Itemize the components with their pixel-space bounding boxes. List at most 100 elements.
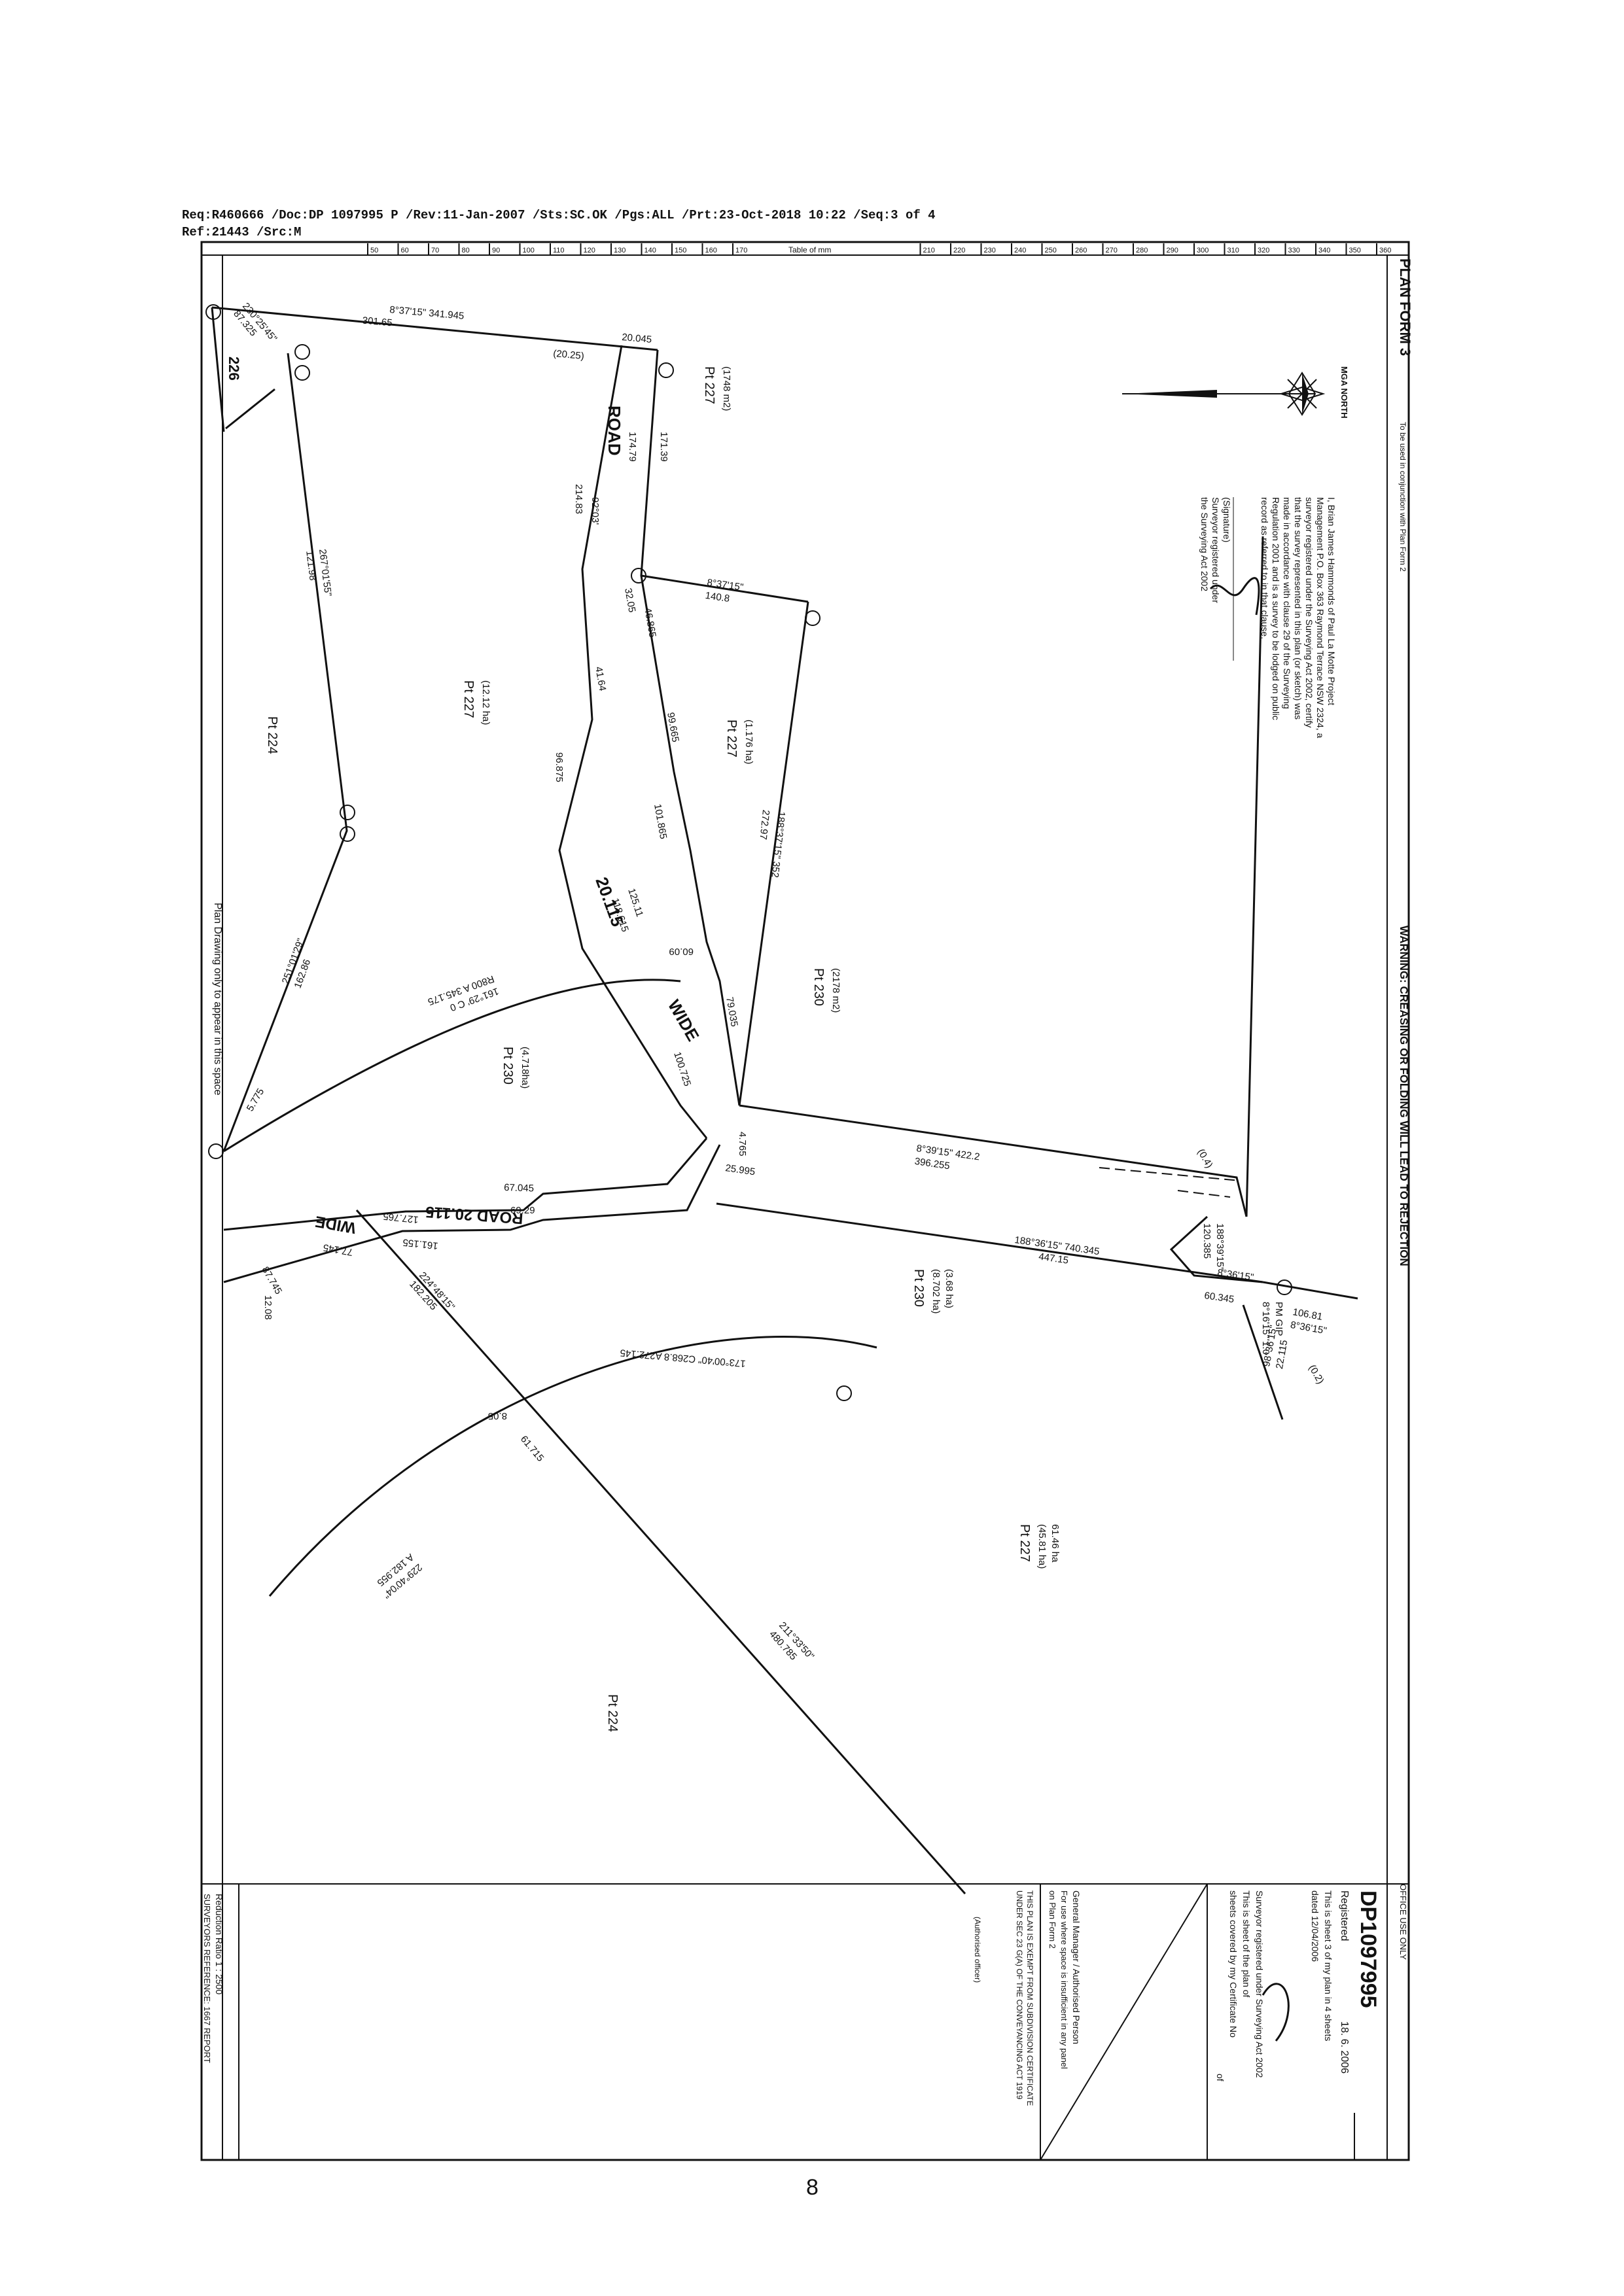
scale-tick-label: 340 [1318,247,1330,254]
gm-line1: General Manager / Authorised Person [1071,1890,1082,2044]
bearing-b2: 20.045 [622,332,652,345]
scale-tick-label: 290 [1167,247,1178,254]
scale-tick-label: 230 [984,247,996,254]
pt-227-bottom-label: Pt 227 [1017,1524,1032,1562]
pt-227-bottom-area2: 61.46 ha [1050,1524,1061,1563]
pt-227-bottom-area1: (45.81 ha) [1036,1524,1048,1569]
bearing-b33: 125.11 [626,887,645,918]
bearing-b26: 77.145 [323,1242,354,1258]
boundary-lines [211,306,1358,1894]
bearing-b2d: (20.25) [553,348,585,362]
scale-tick-label: 120 [584,247,595,254]
bearing-b22: 127.765 [383,1210,419,1225]
bearing-b37: 41.64 [593,666,608,692]
scale-tick-label: 220 [953,247,965,254]
bearing-b17: 60.345 [1203,1290,1235,1305]
exempt-line2: UNDER SEC 23 G(A) OF THE CONVEYANCING AC… [1015,1890,1024,2100]
certificate-line: Regulation 2001 and is a survey to be lo… [1271,497,1281,720]
scale-tick-label: 90 [492,247,500,254]
registered-date: 18. 6. 2006 [1339,2021,1350,2074]
scale-tick-label: 360 [1379,247,1391,254]
scale-tick-label: 300 [1197,247,1209,254]
pt-230-mid-label: Pt 230 [501,1047,515,1085]
bearing-b20: 188°39'15" [1214,1223,1226,1271]
scale-tick-label: 80 [462,247,470,254]
bearing-b6: 188°37'15" 352 [769,811,787,878]
bearing-b32: 60.09 [669,946,694,957]
bearing-b38: 32.05 [622,587,637,614]
bearing-b19: 120.385 [1201,1223,1212,1259]
distance-b6: 272.97 [757,809,771,840]
scale-tick-label: 70 [431,247,439,254]
lot-226-label: 226 [226,357,242,381]
scale-tick-label: 270 [1106,247,1118,254]
exempt-line1: THIS PLAN IS EXEMPT FROM SUBDIVISION CER… [1025,1890,1034,2106]
scale-tick-label: 310 [1227,247,1239,254]
surveyors-reference: SURVEYORS REFERENCE: 1667 REPORT [202,1894,212,2063]
rejection-warning: WARNING: CREASING OR FOLDING WILL LEAD T… [1398,926,1410,1266]
surveyor-line2: This is sheet of the plan of [1241,1890,1252,1998]
surveyor-certificate: I, Brian James Hammonds of Paul La Motte… [1199,497,1337,739]
scale-tick-label: 240 [1014,247,1026,254]
scale-tick-label: 170 [735,247,747,254]
plan-frame [200,241,1410,2161]
bearing-b25: 161.155 [402,1236,439,1251]
scale-tick-label: 160 [705,247,717,254]
bearing-b30: 4.765 [737,1132,748,1157]
distance-b1: 301.65 [362,315,393,328]
bearing-b23: 69.29 [510,1205,535,1216]
distance-b7: 396.255 [914,1156,951,1172]
surveyor-line1: Surveyor registered under Surveying Act … [1254,1890,1265,2078]
surveyor-line4: of [1215,2074,1226,2081]
dp-number: DP1097995 [1356,1890,1381,2008]
bearing-b29: 25.995 [724,1162,756,1177]
scale-bar-label: Table of mm [788,245,831,254]
signature-label: (Signature) [1222,497,1232,542]
certificate-line: that the survey represented in this plan… [1293,497,1303,720]
sheet-line1: This is sheet 3 of my plan in 4 sheets [1323,1890,1333,2041]
distance-b21: 22.115 [1274,1339,1290,1370]
bearing-b28: 12.08 [262,1295,274,1320]
surveyor-signature [1209,577,1260,616]
pt-230-top-area: (2178 m2) [830,968,841,1013]
bearing-b39: 46.865 [642,607,658,638]
gm-line3: on Plan Form 2 [1048,1890,1057,1949]
pt-230-right-label: Pt 230 [911,1269,926,1307]
bearing-b47: 101.865 [652,803,669,840]
bearing-b36: 96.875 [554,752,565,782]
plan-drawing-note: Plan Drawing only to appear in this spac… [212,903,223,1095]
certificate-line: Management P.O. Box 363 Raymond Terrace … [1315,497,1326,739]
scale-tick-label: 210 [923,247,935,254]
pt-227-top-label: Pt 227 [702,366,716,404]
gm-line2: For use where space is insufficient in a… [1059,1890,1069,2069]
scale-tick-label: 280 [1136,247,1148,254]
distance-b8: 447.15 [1038,1251,1069,1266]
bearing-b9: 173°00'40" C268.8 A272.145 [620,1347,746,1369]
bearing-b42: 174.79 [627,432,638,462]
bearing-b40: 214.83 [573,484,584,514]
registered-label: Registered [1339,1890,1350,1941]
scale-tick-label: 250 [1045,247,1057,254]
bearing-b35: 100.725 [671,1051,693,1088]
surveyor-line3: sheets covered by my Certificate No [1228,1890,1239,2038]
registered-line: the Surveying Act 2002 [1199,497,1210,591]
page-number: 8 [806,2175,819,2200]
bearing-b16: PM GIP [1273,1302,1284,1336]
scale-tick-label: 330 [1288,247,1300,254]
authorised-officer: (Authorised officer) [973,1917,982,1983]
bearing-b50: (0.2) [1307,1363,1326,1386]
distance-b15: 8°36'15" [1290,1319,1328,1336]
north-label: MGA NORTH [1339,366,1349,419]
registered-line: Surveyor registered under [1210,497,1221,603]
scale-tick-label: 320 [1258,247,1269,254]
road-label-3: WIDE [664,996,703,1045]
north-arrow-icon [1122,372,1326,416]
pt-227-right-label: Pt 227 [724,720,739,757]
road-label-1: ROAD [605,406,624,456]
distance-b4: 121.98 [304,550,318,582]
scale-tick-label: 110 [553,247,565,254]
dashed-lines [1099,1167,1241,1198]
scale-tick-label: 50 [370,247,378,254]
